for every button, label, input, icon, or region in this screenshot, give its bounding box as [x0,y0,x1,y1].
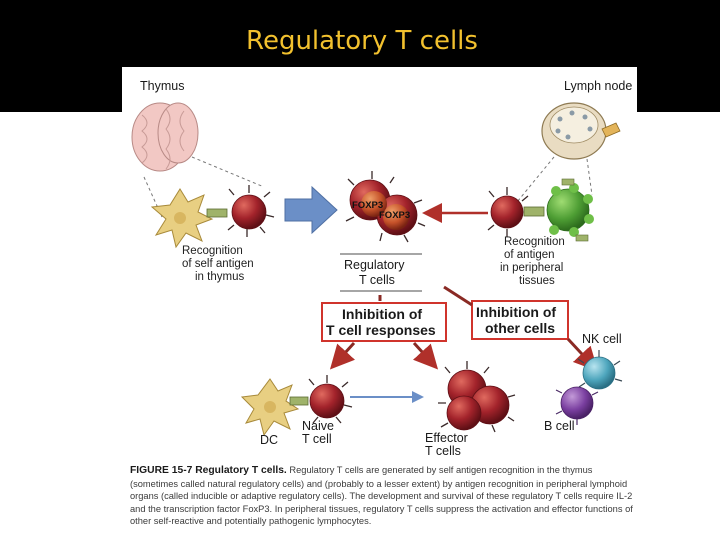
figure: Thymus Lymph node Recogn [122,67,637,540]
antigen-presenting-cell [546,178,594,242]
caption-text: Regulatory T cells are generated by self… [130,465,633,527]
caption-label: FIGURE 15-7 Regulatory T cells. [130,465,287,476]
thymic-t-cell [227,185,275,237]
recog-self-line-1: Recognition [182,245,243,257]
inhibition-t-line-2: T cell responses [326,322,436,338]
effector-line-1: Effector [425,431,468,445]
b-cell-label: B cell [544,419,575,433]
inhibition-t-cell-box [321,302,447,342]
lymph-node-label: Lymph node [564,79,632,93]
treg-label-line-1: Regulatory [344,258,405,272]
inhibition-t-line-1: Inhibition of [342,306,422,322]
inhibition-other-line-2: other cells [485,320,555,336]
nk-cell-label: NK cell [582,332,622,346]
naive-line-1: Naive [302,419,334,433]
peripheral-t-cell [487,187,529,237]
effector-line-2: T cells [425,444,461,458]
foxp3-label-a: FOXP3 [352,200,383,211]
foxp3-label-b: FOXP3 [379,210,410,221]
naive-line-2: T cell [302,432,332,446]
regulatory-t-cell-cluster [345,171,426,243]
inhibition-other-line-1: Inhibition of [476,304,556,320]
nk-cell [577,350,623,390]
regulatory-t-cell-diagram: Thymus Lymph node Recogn [131,79,632,458]
recog-periph-line-4: tissues [519,275,555,287]
recog-periph-line-2: of antigen [504,249,555,261]
recog-periph-line-1: Recognition [504,236,565,248]
effector-t-cell-cluster [438,361,516,433]
development-arrow [284,185,338,235]
dc-label: DC [260,433,278,447]
recog-self-line-2: of self antigen [182,258,254,270]
treg-label-line-2: T cells [359,273,395,287]
inhibition-other-box [471,300,569,340]
figure-caption: FIGURE 15-7 Regulatory T cells. Regulato… [130,464,636,528]
recog-self-line-3: in thymus [195,271,244,283]
thymus-icon [131,102,199,172]
lymph-node-icon [541,102,621,160]
slide-title: Regulatory T cells [246,26,478,56]
recog-periph-line-3: in peripheral [500,262,563,274]
b-cell [555,386,599,425]
thymus-label: Thymus [140,79,184,93]
naive-t-cell [308,375,353,424]
